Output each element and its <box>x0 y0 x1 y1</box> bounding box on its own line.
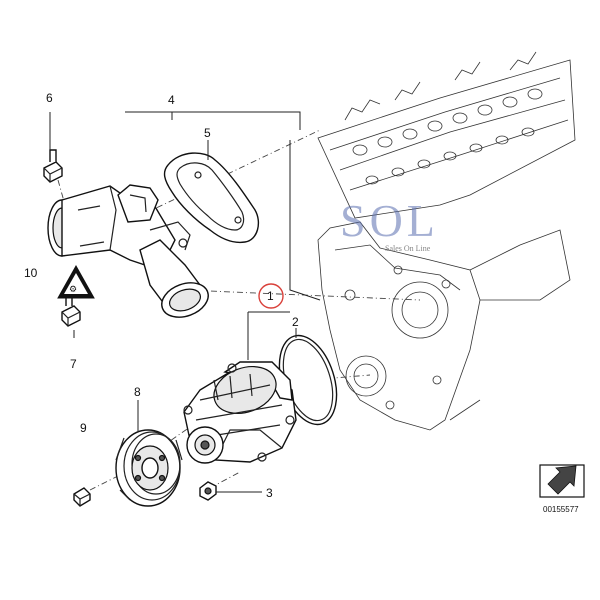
callout-5: 5 <box>204 126 211 140</box>
water-pump-part-1 <box>183 361 297 464</box>
thermostat-housing-part-10 <box>47 184 209 318</box>
callout-8: 8 <box>134 385 141 399</box>
callout-6: 6 <box>46 91 53 105</box>
housing-gasket-part-5 <box>163 152 260 244</box>
bolt-pulley <box>73 487 91 507</box>
svg-text:⚙: ⚙ <box>69 285 77 295</box>
leader-lines <box>49 111 321 493</box>
svg-text:Sales On Line: Sales On Line <box>385 244 431 253</box>
callout-4: 4 <box>168 93 175 107</box>
pulley-part-9 <box>115 429 183 507</box>
callout-1-highlight: 1 <box>258 283 284 309</box>
bolt-part-6 <box>43 149 63 183</box>
watermark-logo: SOL Sales On Line <box>340 195 439 253</box>
callout-9: 9 <box>80 421 87 435</box>
callout-10: 10 <box>24 266 38 280</box>
callout-2: 2 <box>292 315 299 329</box>
svg-text:SOL: SOL <box>340 195 439 246</box>
bolt-part-7 <box>61 295 81 327</box>
callout-7: 7 <box>70 357 77 371</box>
callout-3: 3 <box>266 486 273 500</box>
callout-1: 1 <box>267 289 274 303</box>
warning-triangle-icon: ⚙ <box>57 264 95 299</box>
reference-number: 00155577 <box>543 505 579 514</box>
nut-part-3 <box>199 481 217 501</box>
callout-labels: 6 4 5 10 7 8 9 2 3 1 <box>24 91 299 500</box>
view-direction-arrow-icon <box>539 464 585 498</box>
engine-block-illustration <box>317 51 576 431</box>
